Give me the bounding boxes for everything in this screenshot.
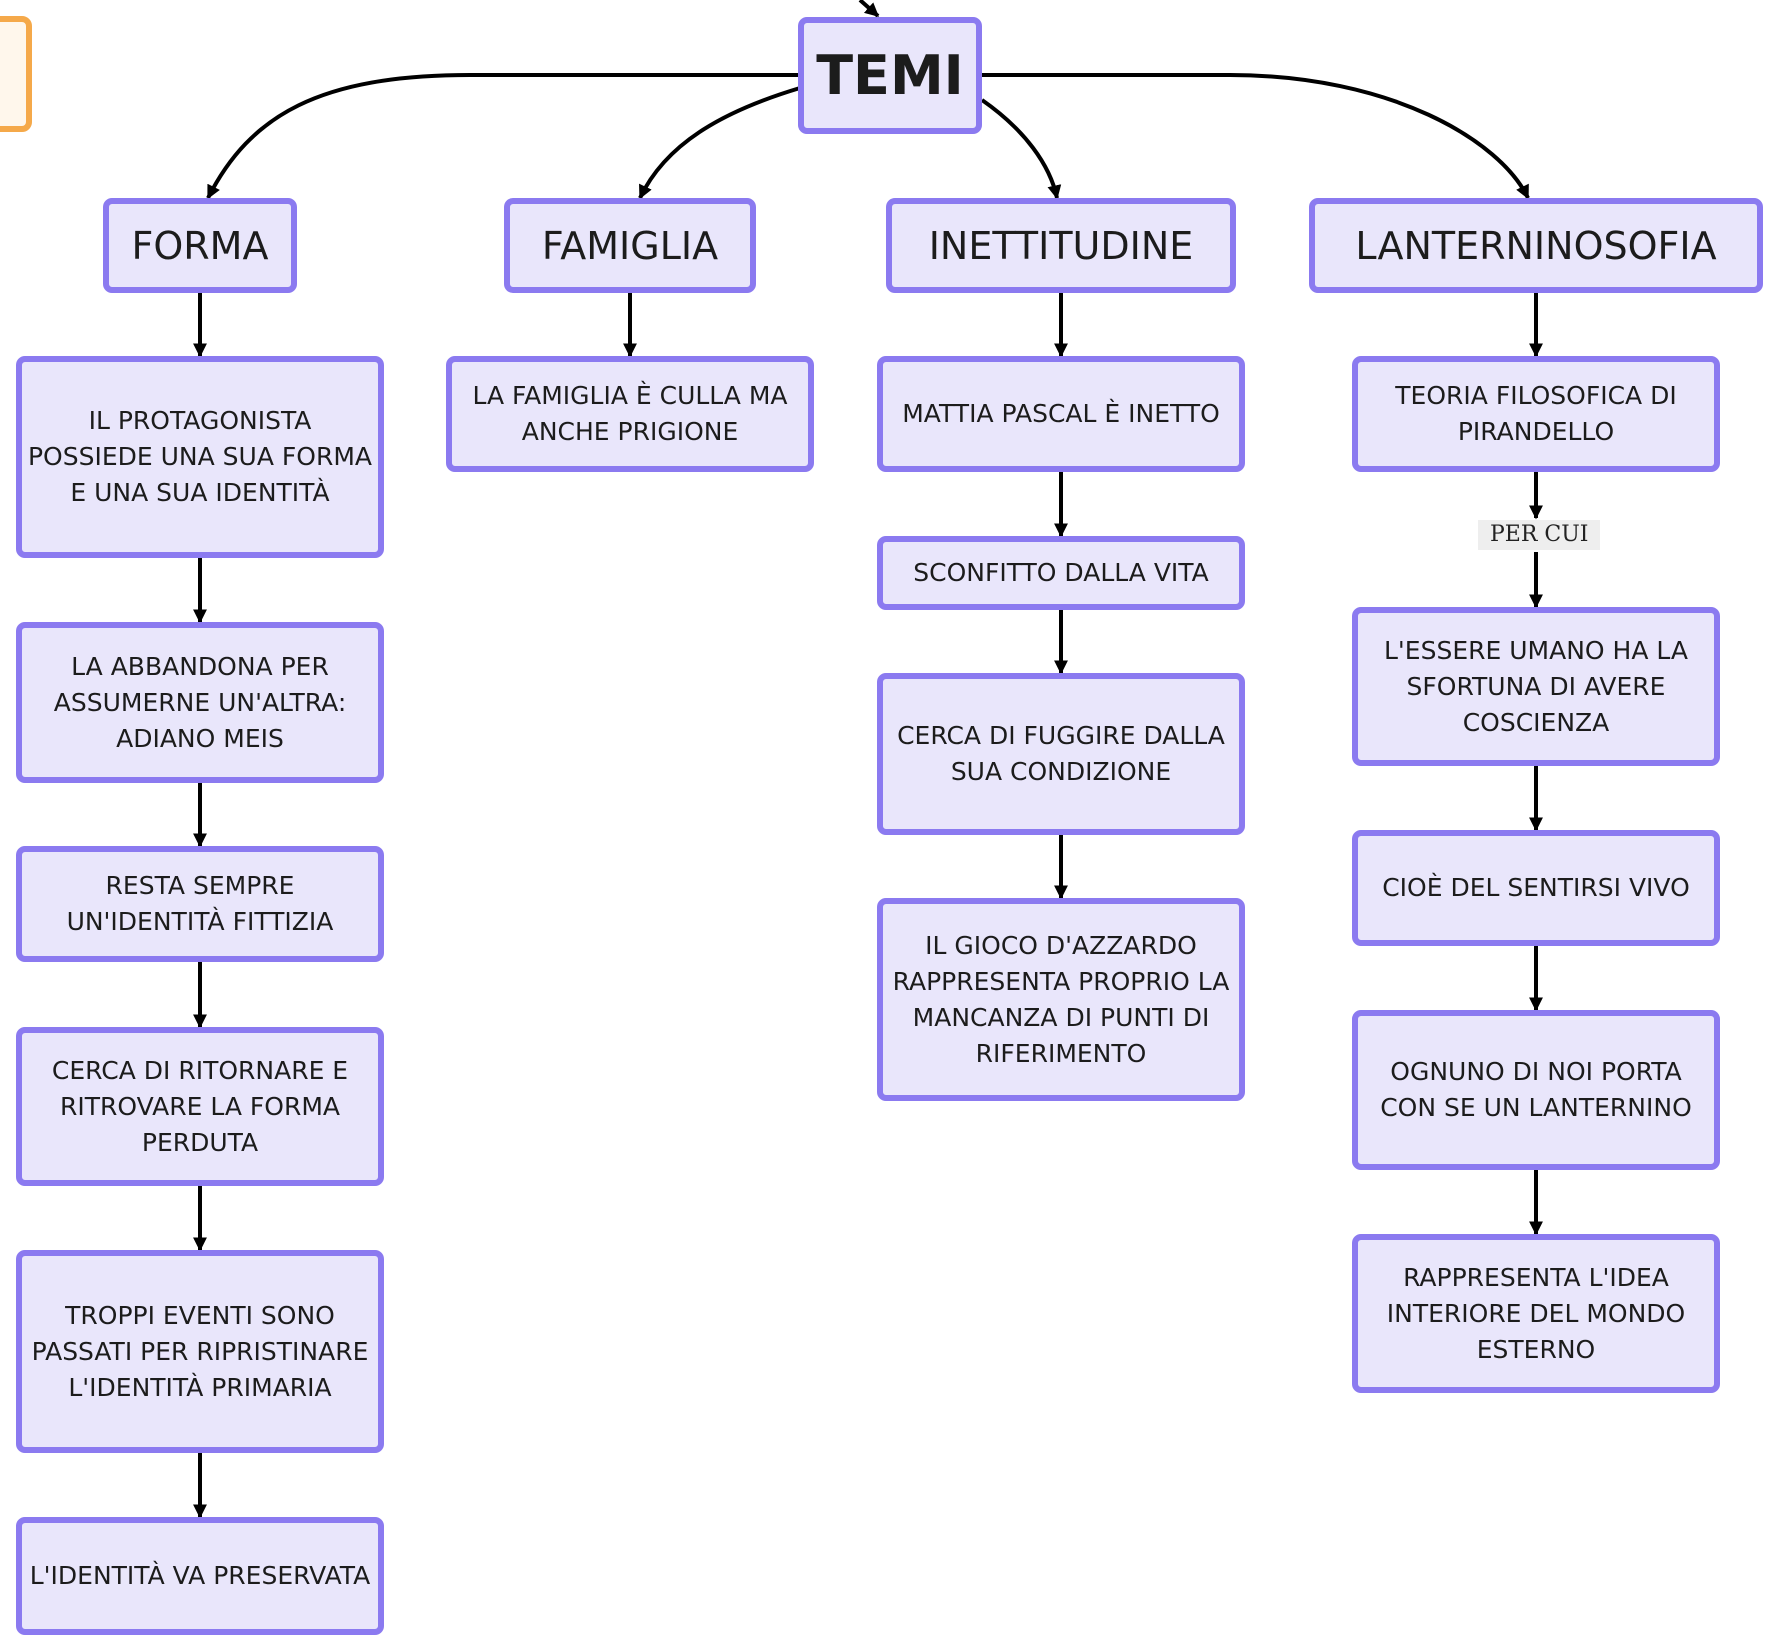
edge-temi-inettitudine — [980, 98, 1062, 200]
node-lant-teoria[interactable]: TEORIA FILOSOFICA DI PIRANDELLO — [1352, 356, 1720, 472]
node-forma-ritornare[interactable]: CERCA DI RITORNARE E RITROVARE LA FORMA … — [16, 1027, 384, 1186]
node-forma-adiano-meis[interactable]: LA ABBANDONA PER ASSUMERNE UN'ALTRA: ADI… — [16, 622, 384, 783]
node-lanterninosofia[interactable]: LANTERNINOSOFIA — [1309, 198, 1763, 293]
node-inett-gioco-azzardo[interactable]: IL GIOCO D'AZZARDO RAPPRESENTA PROPRIO L… — [877, 898, 1245, 1101]
node-lant-lanternino[interactable]: OGNUNO DI NOI PORTA CON SE UN LANTERNINO — [1352, 1010, 1720, 1170]
edge-parent-temi — [858, 0, 880, 18]
node-inettitudine[interactable]: INETTITUDINE — [886, 198, 1236, 293]
node-famiglia[interactable]: FAMIGLIA — [504, 198, 756, 293]
node-inett-inetto[interactable]: MATTIA PASCAL È INETTO — [877, 356, 1245, 472]
node-inett-fuggire[interactable]: CERCA DI FUGGIRE DALLA SUA CONDIZIONE — [877, 673, 1245, 835]
node-lant-coscienza[interactable]: L'ESSERE UMANO HA LA SFORTUNA DI AVERE C… — [1352, 607, 1720, 766]
node-forma-protagonista[interactable]: IL PROTAGONISTA POSSIEDE UNA SUA FORMA E… — [16, 356, 384, 558]
side-panel-tab[interactable] — [0, 16, 32, 132]
node-forma[interactable]: FORMA — [103, 198, 297, 293]
edge-temi-forma — [206, 73, 800, 200]
node-forma-identita-fittizia[interactable]: RESTA SEMPRE UN'IDENTITÀ FITTIZIA — [16, 846, 384, 962]
node-lant-idea-interiore[interactable]: RAPPRESENTA L'IDEA INTERIORE DEL MONDO E… — [1352, 1234, 1720, 1393]
node-forma-preservata[interactable]: L'IDENTITÀ VA PRESERVATA — [16, 1517, 384, 1635]
edge-label-per-cui: PER CUI — [1478, 520, 1601, 550]
node-inett-sconfitto[interactable]: SCONFITTO DALLA VITA — [877, 536, 1245, 610]
node-lant-sentirsi-vivo[interactable]: CIOÈ DEL SENTIRSI VIVO — [1352, 830, 1720, 946]
node-forma-troppi-eventi[interactable]: TROPPI EVENTI SONO PASSATI PER RIPRISTIN… — [16, 1250, 384, 1453]
edge-temi-lanterninosofia — [982, 73, 1530, 200]
edge-temi-famiglia — [638, 86, 801, 200]
node-temi[interactable]: TEMI — [798, 17, 982, 134]
node-famiglia-culla[interactable]: LA FAMIGLIA È CULLA MA ANCHE PRIGIONE — [446, 356, 814, 472]
